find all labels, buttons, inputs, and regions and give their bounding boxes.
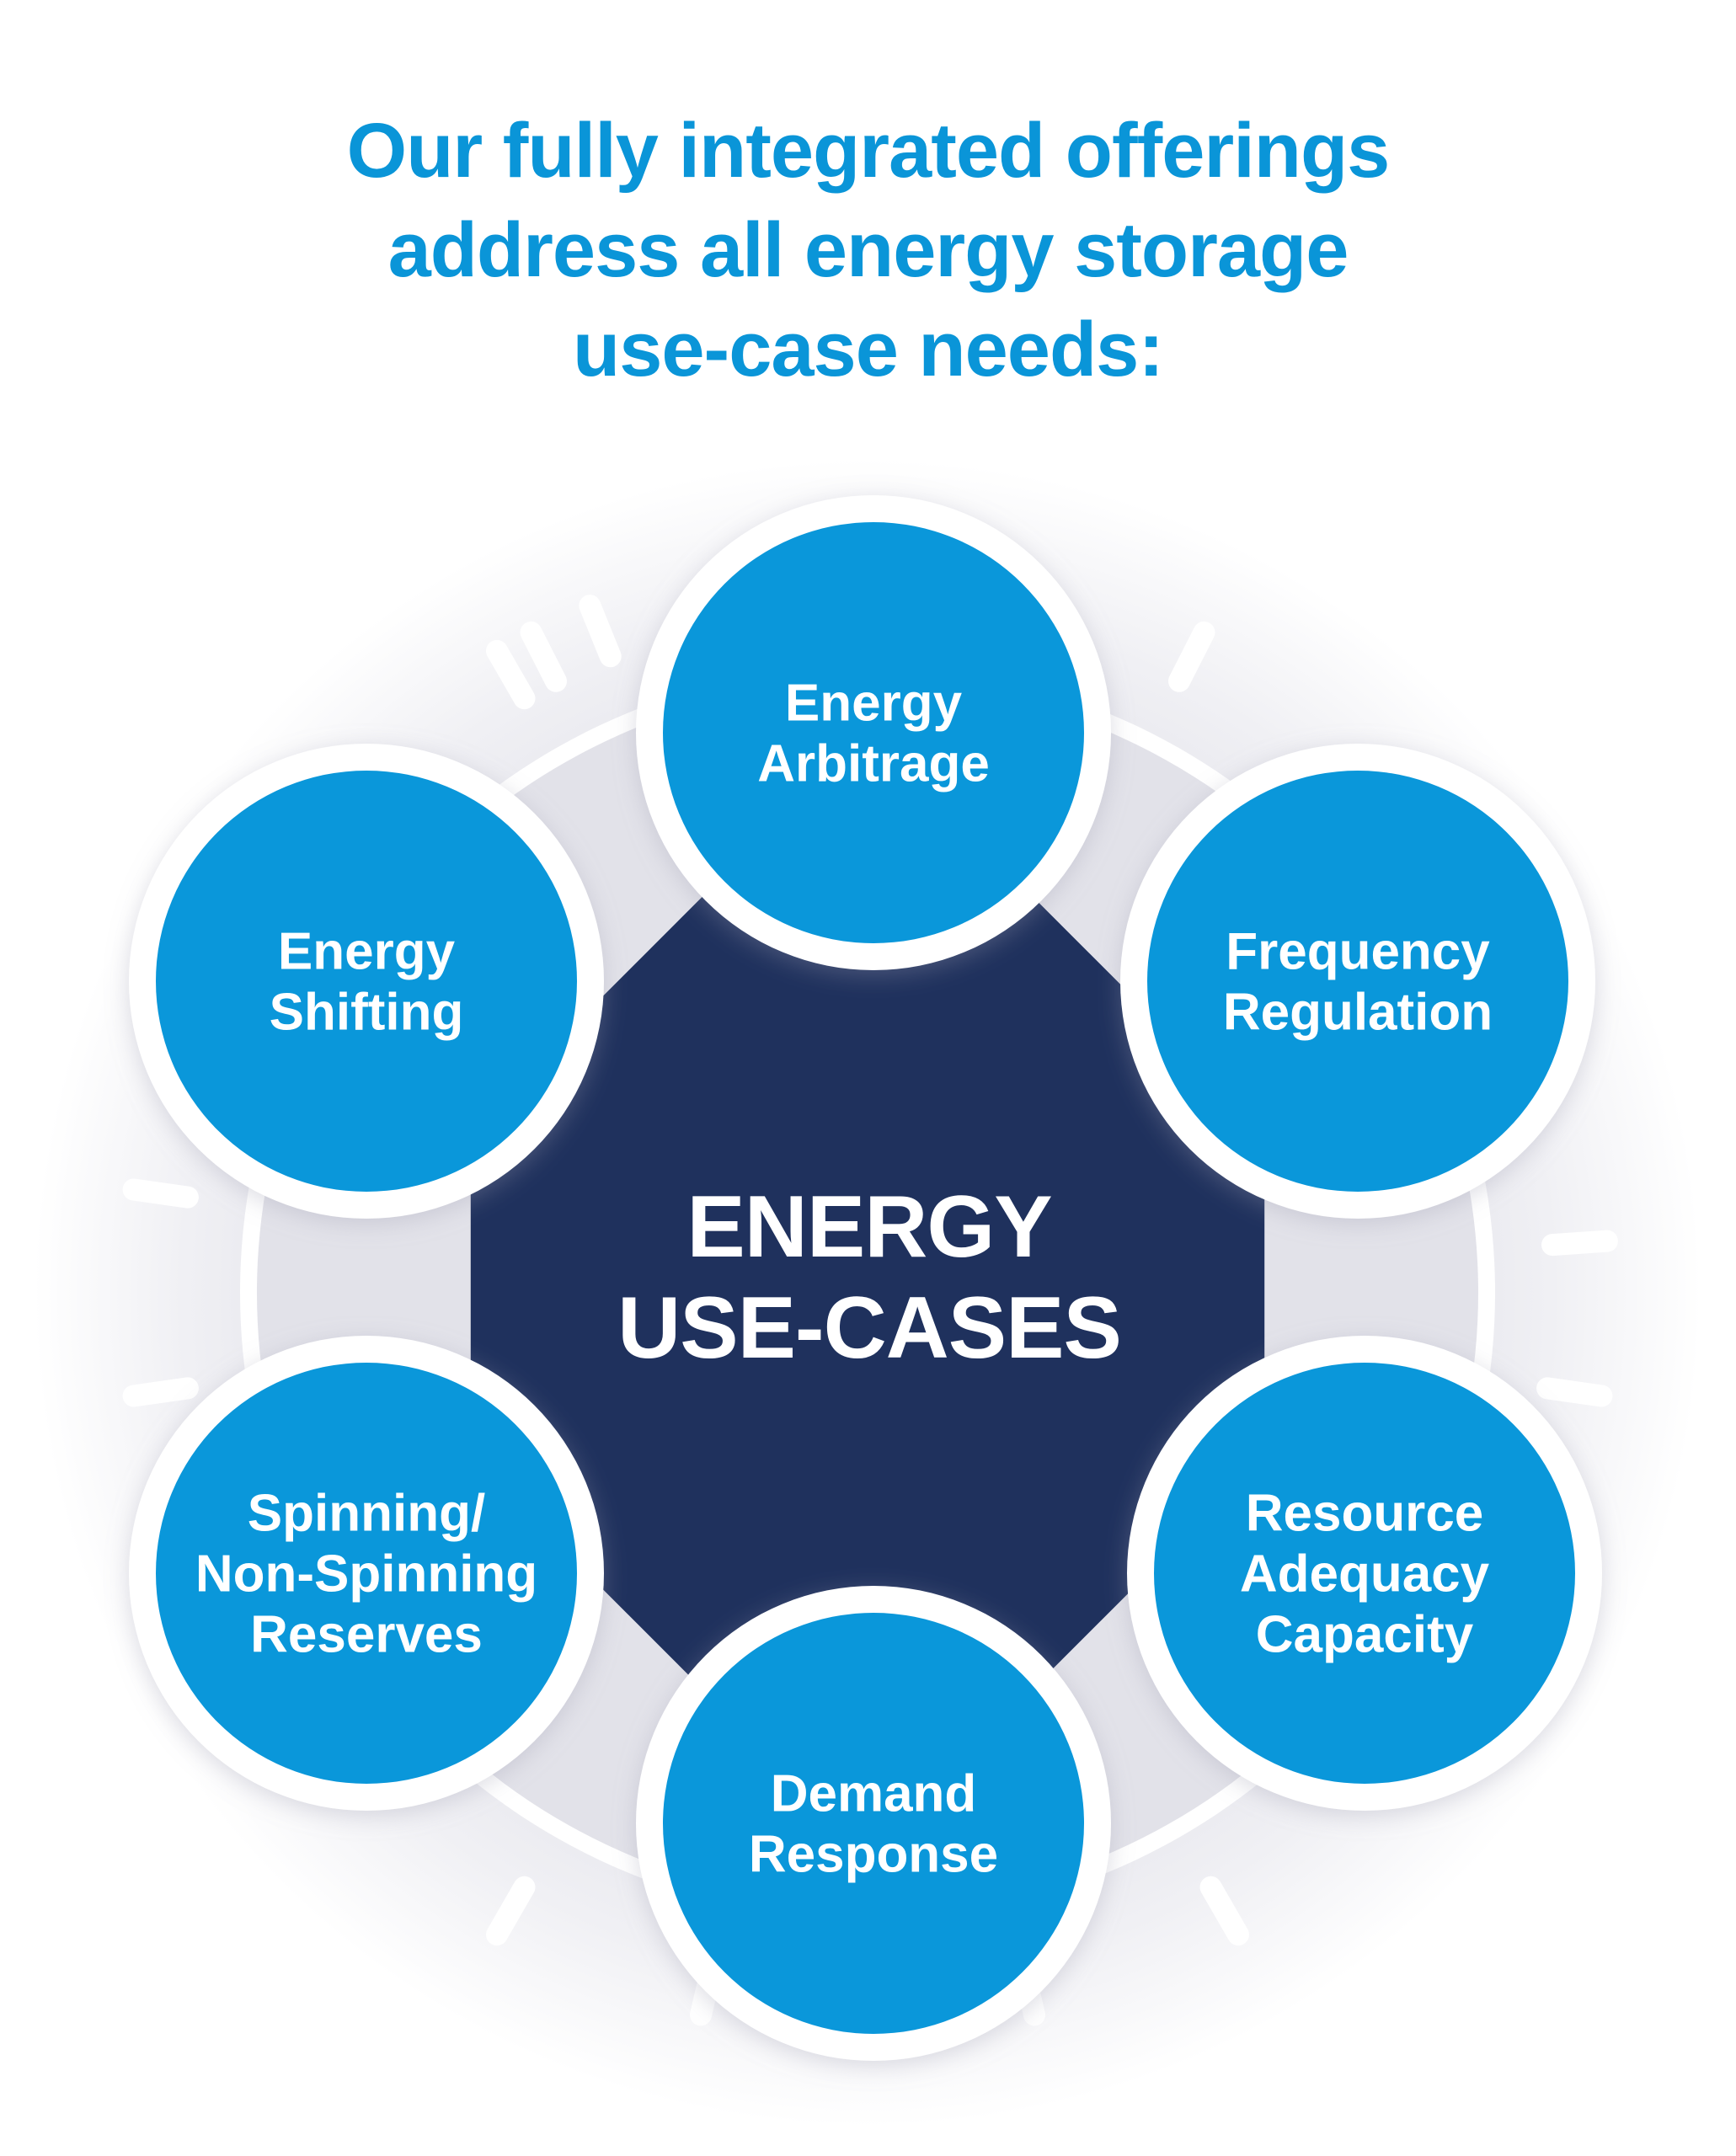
use-case-circle-fill [663,1613,1084,2034]
use-case-circle-fill [156,1363,577,1784]
use-case-label-line: Spinning/ [248,1485,485,1543]
use-case-label-line: Energy [785,675,963,733]
use-case-label-line: Capacity [1256,1606,1474,1664]
use-case-circle-fill [156,771,577,1192]
use-case-label-line: Non-Spinning [195,1545,537,1604]
use-case-label-line: Energy [278,923,456,981]
use-case-label-line: Adequacy [1240,1545,1490,1604]
center-octagon [470,895,1265,1690]
heading-line-3: use-case needs: [573,307,1164,392]
use-case-label-line: Response [749,1826,998,1884]
ring-tick-4 [1536,1377,1613,1407]
ring-tick-5 [1199,1876,1249,1946]
heading-line-2: address all energy storage [387,207,1349,293]
use-case-label-line: Arbitrage [757,735,990,793]
ring-tick-8 [486,1876,536,1946]
use-case-circles: EnergyArbitrageFrequencyRegulationResour… [129,495,1602,2061]
ring-tick-10 [122,1178,199,1209]
use-case-label-line: Shifting [270,984,464,1042]
center-title-line-2: USE-CASES [617,1279,1121,1377]
use-case-label-line: Demand [771,1765,977,1823]
use-case-label-line: Resource [1246,1485,1484,1543]
use-case-label-line: Reserves [250,1606,483,1664]
ring-tick-2 [1168,621,1215,692]
heading-line-1: Our fully integrated offerings [346,108,1391,194]
center-title-line-1: ENERGY [686,1178,1051,1276]
use-case-circle-fill [1154,1363,1575,1784]
ring-tick-1 [520,621,567,692]
use-case-label-line: Frequency [1226,923,1490,981]
ring-tick-3 [1541,1230,1618,1257]
use-case-circle-fill [663,522,1084,943]
ring-tick-9 [122,1377,199,1407]
ring-tick-12 [579,595,622,668]
heading: Our fully integrated offerings address a… [0,101,1736,399]
ring-tick-11 [486,639,536,710]
use-case-label-line: Regulation [1223,984,1493,1042]
use-case-circle-fill [1147,771,1568,1192]
